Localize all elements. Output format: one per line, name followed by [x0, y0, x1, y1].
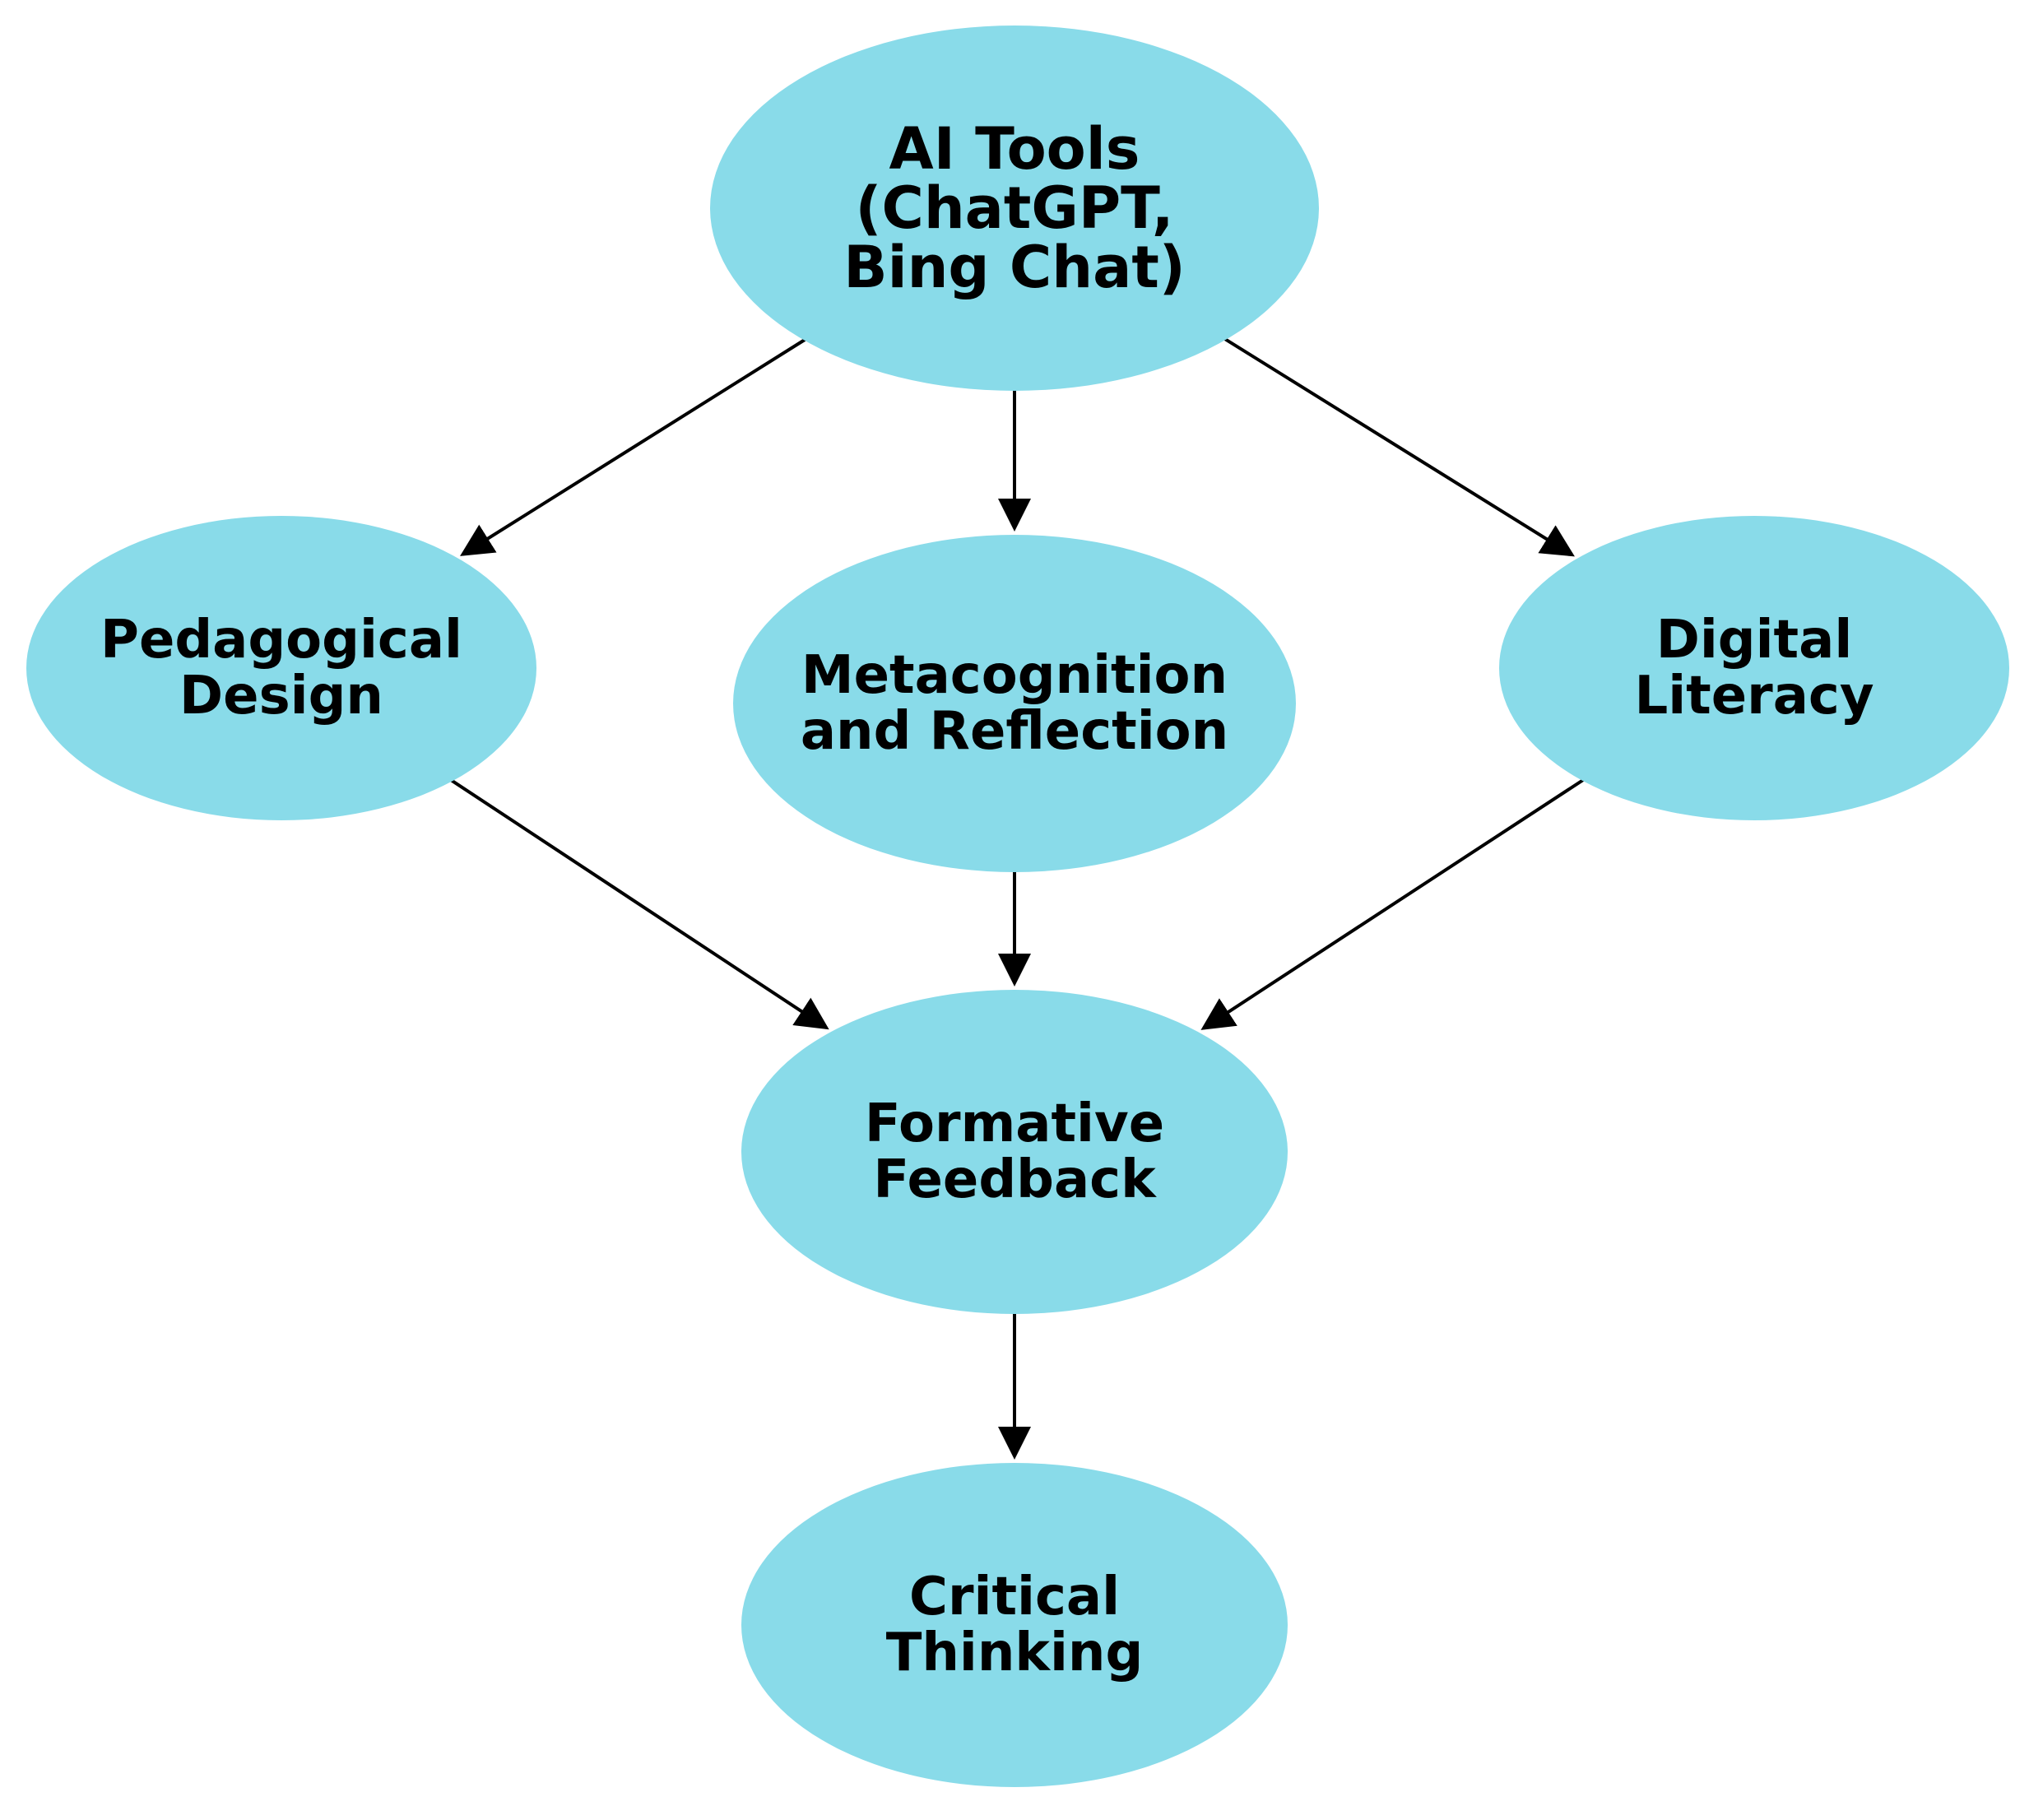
node-ellipse-metacognition-reflection — [733, 535, 1296, 872]
node-label-ai-tools-line-2: (ChatGPT, — [855, 174, 1173, 242]
node-ellipse-ai-tools — [710, 26, 1319, 391]
node-label-formative-feedback-line-1: Formative — [865, 1093, 1164, 1154]
node-label-metacognition-reflection-line-2: and Reflection — [801, 701, 1228, 762]
node-ellipse-pedagogical-design — [26, 516, 536, 820]
node-ai-tools: AI Tools(ChatGPT,Bing Chat) — [710, 26, 1319, 391]
node-ellipse-formative-feedback — [741, 990, 1288, 1314]
node-label-ai-tools-line-3: Bing Chat) — [843, 234, 1186, 301]
edge-digital-literacy-to-formative-feedback — [1200, 776, 1588, 1030]
node-label-pedagogical-design-line-1: Pedagogical — [100, 610, 462, 671]
node-label-digital-literacy-line-2: Literacy — [1634, 666, 1873, 727]
edge-ai-tools-to-digital-literacy — [1220, 335, 1575, 557]
node-label-pedagogical-design-line-2: Design — [179, 666, 383, 727]
node-label-critical-thinking-line-1: Critical — [909, 1567, 1120, 1627]
node-ellipse-digital-literacy — [1499, 516, 2009, 820]
node-label-metacognition-reflection-line-1: Metacognition — [801, 645, 1228, 706]
node-label-ai-tools-line-1: AI Tools — [889, 115, 1140, 183]
nodes-layer: AI Tools(ChatGPT,Bing Chat) PedagogicalDe… — [26, 26, 2009, 1787]
node-ellipse-critical-thinking — [741, 1463, 1288, 1787]
node-label-critical-thinking-line-2: Thinking — [886, 1623, 1144, 1683]
node-label-digital-literacy-line-1: Digital — [1656, 610, 1853, 671]
edge-pedagogical-design-to-formative-feedback — [447, 777, 829, 1030]
edges-layer — [447, 335, 1588, 1460]
node-label-formative-feedback-line-2: Feedback — [873, 1149, 1157, 1210]
edge-ai-tools-to-pedagogical-design — [460, 336, 810, 556]
